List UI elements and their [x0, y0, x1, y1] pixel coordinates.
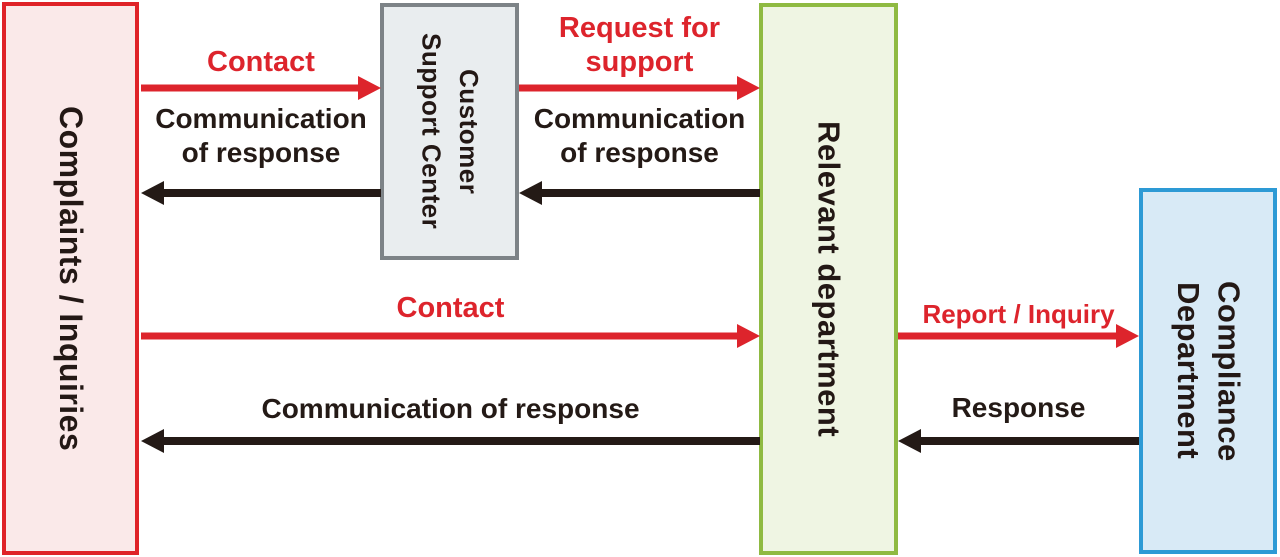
arrow-communication-response-direct — [141, 429, 760, 453]
contact-direct-label: Contact — [396, 292, 505, 324]
arrowhead-left-icon — [141, 181, 164, 205]
compliance-department-label-line1: Compliance — [1211, 280, 1247, 462]
arrow-response — [898, 429, 1139, 453]
arrowhead-right-icon — [358, 76, 381, 100]
compliance-department-label: Compliance Department — [1168, 281, 1249, 462]
customer-support-center-label-line2: Support Center — [416, 33, 447, 230]
label-line2: support — [585, 46, 694, 78]
communication-response-top-right-label: Communication of response — [509, 102, 770, 170]
communication-response-top-left-label: Communication of response — [131, 102, 391, 170]
arrow-shaft — [161, 189, 381, 197]
arrow-shaft — [519, 84, 740, 92]
customer-support-center-label-line1: Customer — [454, 68, 485, 195]
arrowhead-right-icon — [1116, 324, 1139, 348]
arrow-shaft — [898, 332, 1119, 340]
arrowhead-left-icon — [141, 429, 164, 453]
arrow-shaft — [539, 189, 760, 197]
relevant-department-box: Relevant department — [759, 3, 898, 555]
arrow-communication-response-top-right — [519, 181, 760, 205]
complaints-inquiries-label: Complaints / Inquiries — [53, 105, 89, 452]
label-line1: Request for — [558, 12, 721, 44]
arrow-request-for-support — [519, 76, 760, 100]
arrow-shaft — [161, 437, 760, 445]
customer-support-center-label: Customer Support Center — [412, 33, 487, 229]
contact-top-label: Contact — [207, 46, 315, 78]
label-line2: of response — [560, 137, 719, 168]
communication-response-direct-label: Communication of response — [261, 393, 640, 424]
arrow-report-inquiry — [898, 324, 1139, 348]
request-for-support-label: Request for support — [519, 11, 760, 79]
report-inquiry-label: Report / Inquiry — [922, 299, 1115, 329]
arrow-shaft — [141, 332, 740, 340]
response-label: Response — [951, 392, 1086, 423]
compliance-department-box: Compliance Department — [1139, 188, 1277, 554]
arrowhead-right-icon — [737, 76, 760, 100]
relevant-department-label: Relevant department — [811, 120, 847, 438]
arrow-contact-top — [141, 76, 381, 100]
arrow-shaft — [141, 84, 361, 92]
customer-support-center-box: Customer Support Center — [380, 3, 519, 260]
label-line1: Communication — [155, 103, 367, 134]
arrowhead-right-icon — [737, 324, 760, 348]
label-line2: of response — [181, 137, 341, 168]
arrowhead-left-icon — [519, 181, 542, 205]
arrow-communication-response-top-left — [141, 181, 381, 205]
complaints-inquiries-box: Complaints / Inquiries — [2, 2, 139, 555]
label-line1: Communication — [533, 103, 746, 134]
compliance-department-label-line2: Department — [1171, 282, 1206, 460]
arrow-contact-direct — [141, 324, 760, 348]
arrowhead-left-icon — [898, 429, 921, 453]
arrow-shaft — [918, 437, 1139, 445]
